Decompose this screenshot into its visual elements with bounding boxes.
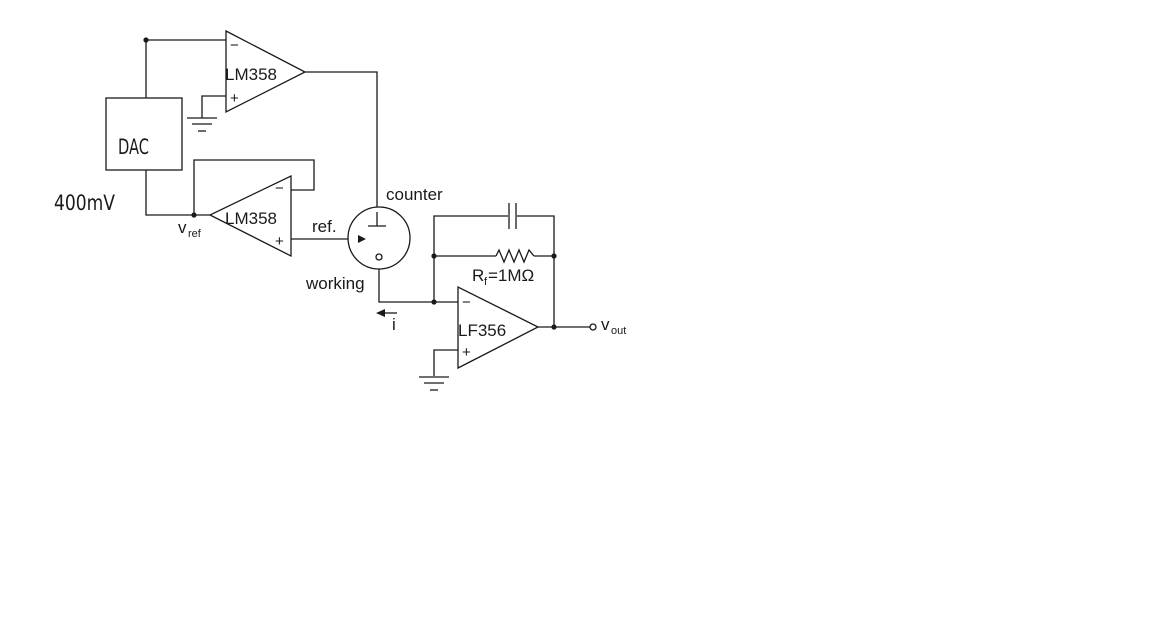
wire-top-opamp-to-counter	[305, 71, 378, 212]
wire-ref-feedback	[193, 159, 315, 215]
ground-symbol-bottom	[419, 376, 449, 391]
vout-terminal	[589, 323, 597, 331]
dac-voltage-label: 400mV	[54, 191, 116, 215]
opamp-ref-minus: −	[275, 180, 284, 197]
opamp-top-minus: −	[230, 37, 239, 54]
opamp-top-label: LM358	[225, 65, 277, 84]
opamp-tia	[457, 285, 540, 370]
feedback-capacitor	[508, 203, 517, 229]
vout-sub: out	[611, 325, 626, 337]
working-label: working	[305, 274, 365, 293]
opamp-ref	[208, 174, 292, 258]
junction-dot	[551, 253, 557, 259]
junction-dots	[143, 37, 557, 330]
opamp-tia-plus: +	[462, 344, 471, 361]
vref-main: v	[178, 218, 187, 237]
junction-dot	[191, 212, 197, 218]
opamp-ref-plus: +	[275, 233, 284, 250]
opamp-tia-minus: −	[462, 294, 471, 311]
wire-feedback-left	[433, 215, 508, 302]
wire-top-opamp-plus-ground	[201, 95, 226, 118]
cell-circle	[347, 206, 411, 270]
dac-label: DAC	[118, 135, 149, 159]
vout-main: v	[601, 315, 610, 334]
junction-dot	[551, 324, 557, 330]
reference-arrow	[358, 235, 366, 243]
vout-label: v out	[601, 315, 626, 337]
reference-label: ref.	[312, 217, 337, 236]
feedback-resistor	[495, 248, 535, 264]
opamp-ref-label: LM358	[225, 209, 277, 228]
resistor-label-value: =1MΩ	[488, 266, 534, 285]
working-electrode-terminal	[375, 253, 383, 261]
wire-dac-to-top-opamp	[145, 39, 226, 98]
current-arrow	[376, 309, 397, 317]
dac-block	[105, 97, 183, 171]
vref-sub: ref	[188, 228, 202, 240]
opamp-tia-label: LF356	[458, 321, 506, 340]
opamp-top-plus: +	[230, 90, 239, 107]
wire-tia-plus-ground	[433, 349, 458, 376]
wire-dac-to-vref	[145, 170, 210, 216]
resistor-label-sub: f	[484, 276, 488, 288]
junction-dot	[431, 299, 437, 305]
vref-label: v ref	[178, 218, 202, 240]
counter-label: counter	[386, 185, 443, 204]
wires	[145, 39, 590, 376]
opamp-top	[225, 29, 307, 114]
wire-feedback-right	[517, 215, 555, 327]
electrochemical-cell	[347, 206, 411, 270]
junction-dot	[143, 37, 149, 43]
wire-working-to-tia	[378, 262, 458, 303]
junction-dot	[431, 253, 437, 259]
current-label: i	[392, 315, 396, 334]
ground-symbol-top	[187, 117, 217, 132]
resistor-label: R f =1MΩ	[472, 266, 534, 288]
resistor-label-main: R	[472, 266, 484, 285]
